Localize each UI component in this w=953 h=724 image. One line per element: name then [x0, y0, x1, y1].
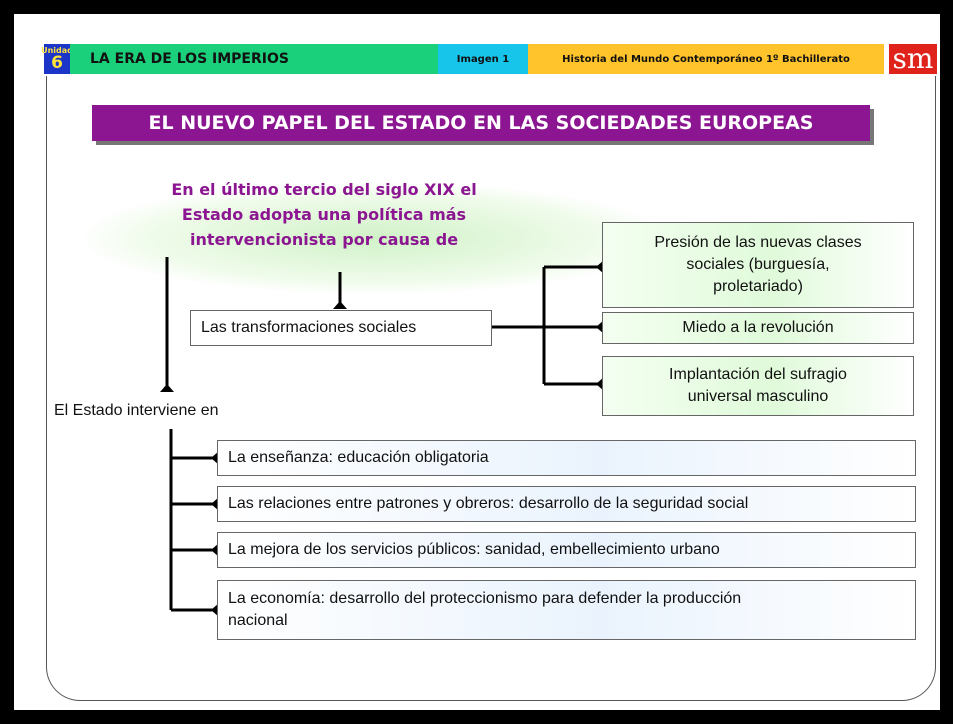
intro-line: En el último tercio del siglo XIX el: [171, 180, 477, 199]
cause-box: Miedo a la revolución: [602, 312, 914, 344]
intervention-label: nacional: [228, 612, 288, 629]
connector-arrowhead: [333, 301, 347, 309]
slide-title: EL NUEVO PAPEL DEL ESTADO EN LAS SOCIEDA…: [92, 105, 870, 141]
cause-line: Implantación del sufragio: [669, 366, 847, 383]
cause-line: Presión de las nuevas clases: [654, 234, 862, 251]
intervention-label: La economía: desarrollo del proteccionis…: [228, 590, 742, 607]
intervention-label: Las relaciones entre patrones y obreros:…: [228, 495, 749, 512]
intervention-label: La mejora de los servicios públicos: san…: [228, 541, 720, 558]
cause-line: proletariado): [713, 278, 803, 295]
unit-number: 6: [51, 52, 63, 73]
course-label: Historia del Mundo Contemporáneo 1º Bach…: [528, 44, 884, 74]
header-bar: Unidad 6 LA ERA DE LOS IMPERIOS Imagen 1…: [41, 44, 937, 74]
intro-line: Estado adopta una política más: [181, 205, 467, 224]
intro-highlight: [84, 182, 664, 294]
intervention-box: La economía: desarrollo del proteccionis…: [217, 580, 916, 640]
intro-line: intervencionista por causa de: [189, 230, 459, 249]
transformations-label: Las transformaciones sociales: [201, 319, 417, 336]
era-title: LA ERA DE LOS IMPERIOS: [70, 44, 438, 74]
intervention-box: La enseñanza: educación obligatoria: [217, 440, 916, 476]
unit-badge: Unidad 6: [41, 44, 73, 74]
image-label: Imagen 1: [438, 44, 528, 74]
intervention-label: La enseñanza: educación obligatoria: [228, 449, 489, 466]
intervention-box: Las relaciones entre patrones y obreros:…: [217, 486, 916, 522]
transformations-box: Las transformaciones sociales: [190, 310, 492, 346]
connector-arrowhead: [160, 384, 174, 392]
slide: Unidad 6 LA ERA DE LOS IMPERIOS Imagen 1…: [14, 14, 940, 710]
sm-logo: sm: [889, 44, 937, 74]
cause-box: Presión de las nuevas clases sociales (b…: [602, 222, 914, 308]
cause-box: Implantación del sufragio universal masc…: [602, 356, 914, 416]
cause-line: universal masculino: [687, 388, 829, 405]
connector-lines: [160, 257, 604, 617]
intro-text: En el último tercio del siglo XIX el Est…: [144, 177, 504, 252]
cause-line: sociales (burguesía,: [686, 256, 830, 273]
intervention-box: La mejora de los servicios públicos: san…: [217, 532, 916, 568]
state-intervenes-label: El Estado interviene en: [54, 402, 219, 419]
cause-line: Miedo a la revolución: [682, 319, 834, 336]
unit-label: Unidad: [41, 45, 73, 55]
